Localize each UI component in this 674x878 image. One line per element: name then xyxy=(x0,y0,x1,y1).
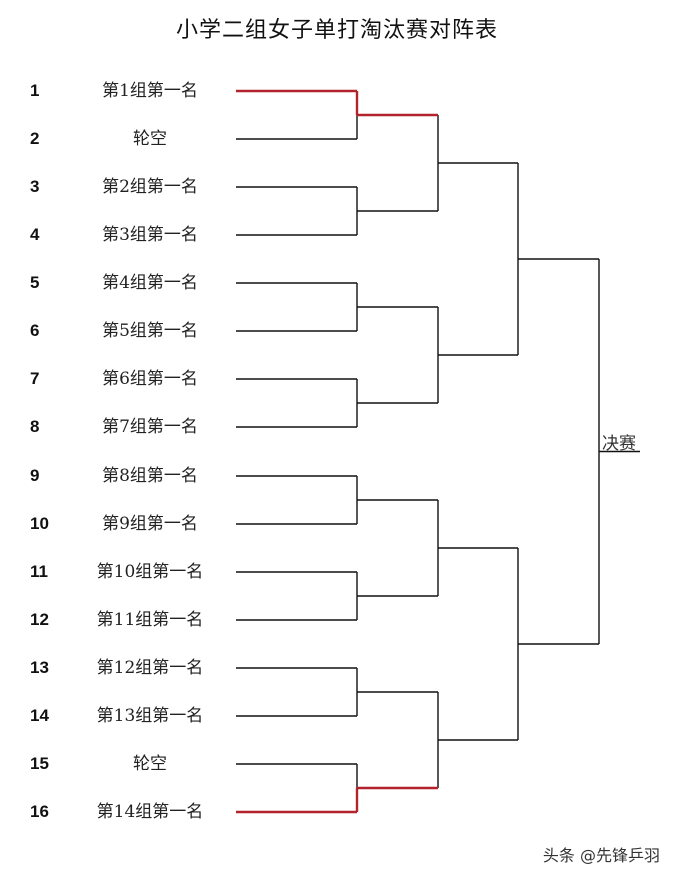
entry-name: 轮空 xyxy=(133,129,167,149)
entry-name: 第14组第一名 xyxy=(96,802,204,822)
seed-number: 3 xyxy=(30,177,40,196)
entry-name: 第10组第一名 xyxy=(96,562,204,582)
seed-number: 1 xyxy=(30,81,40,100)
seed-number: 5 xyxy=(30,273,40,292)
seed-number: 9 xyxy=(30,466,40,485)
entry-name: 第12组第一名 xyxy=(96,658,204,678)
seed-number: 14 xyxy=(30,706,49,725)
seed-number: 15 xyxy=(30,754,49,773)
seed-number: 2 xyxy=(30,129,40,148)
watermark: 头条 @先锋乒羽 xyxy=(542,846,660,865)
seed-number: 4 xyxy=(30,225,40,244)
entry-name: 第13组第一名 xyxy=(96,706,204,726)
seed-number: 11 xyxy=(30,562,48,581)
entry-name: 第8组第一名 xyxy=(102,466,198,486)
entry-name: 第7组第一名 xyxy=(102,417,198,437)
entry-name: 第1组第一名 xyxy=(102,81,198,101)
entry-name: 第11组第一名 xyxy=(96,610,204,630)
seed-number: 7 xyxy=(30,369,40,388)
entry-name: 第4组第一名 xyxy=(102,273,198,293)
entry-name: 第2组第一名 xyxy=(102,177,198,197)
seed-number: 13 xyxy=(30,658,49,677)
seed-number: 16 xyxy=(30,802,49,821)
seed-number: 6 xyxy=(30,321,40,340)
entry-name: 第5组第一名 xyxy=(102,321,198,341)
page-title: 小学二组女子单打淘汰赛对阵表 xyxy=(175,18,498,43)
entry-name: 第3组第一名 xyxy=(102,225,198,245)
seed-number: 10 xyxy=(30,514,49,533)
seed-number: 12 xyxy=(30,610,49,629)
entry-name: 第6组第一名 xyxy=(102,369,198,389)
final-label: 决赛 xyxy=(602,434,636,454)
seed-number: 8 xyxy=(30,417,40,436)
entry-name: 轮空 xyxy=(133,754,167,774)
entry-name: 第9组第一名 xyxy=(102,514,198,534)
